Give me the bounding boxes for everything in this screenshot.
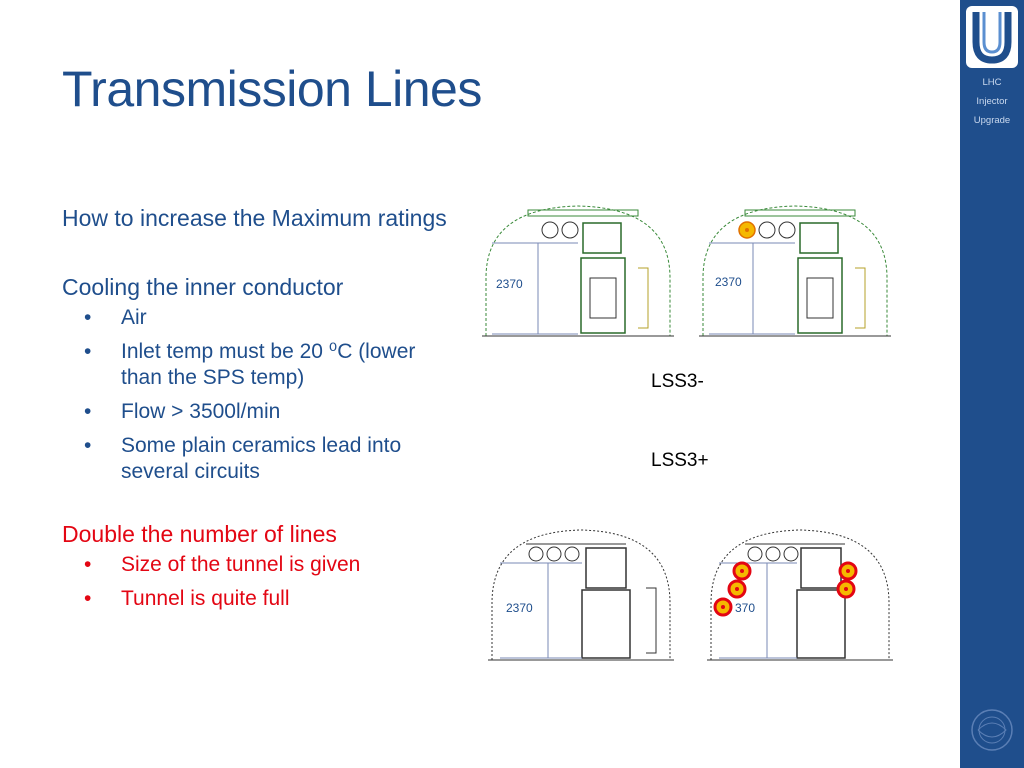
section-double-lines: Double the number of lines Size of the t… [62, 521, 462, 612]
slide-title: Transmission Lines [62, 61, 482, 117]
bullet-item: Tunnel is quite full [62, 586, 462, 612]
tunnel-cross-section-top-right: 2370 [699, 205, 891, 337]
tunnel-cross-section-bottom-right: 370 [707, 529, 893, 661]
section-heading-ratings: How to increase the Maximum ratings [62, 205, 447, 231]
bullet-item: Flow > 3500l/min [62, 399, 462, 425]
section-cooling: Cooling the inner conductor Air Inlet te… [62, 274, 462, 485]
label-lss3-minus: LSS3- [651, 371, 704, 392]
bullet-list-double: Size of the tunnel is given Tunnel is qu… [62, 552, 462, 612]
bullet-item: Air [62, 305, 462, 331]
brand-label-injector: Injector [976, 96, 1008, 107]
dimension-label: 2370 [506, 601, 533, 615]
tunnel-cross-section-bottom-left: 2370 [488, 529, 674, 661]
bullet-item: Size of the tunnel is given [62, 552, 462, 578]
section-heading-double: Double the number of lines [62, 521, 337, 547]
bullet-item: Some plain ceramics lead into several ci… [62, 433, 462, 485]
dimension-label: 2370 [496, 277, 523, 291]
dimension-label: 370 [735, 601, 755, 615]
cern-seal-icon [971, 709, 1013, 751]
dimension-label: 2370 [715, 275, 742, 289]
brand-label-upgrade: Upgrade [973, 115, 1011, 126]
section-heading-cooling: Cooling the inner conductor [62, 274, 344, 300]
bullet-list-cooling: Air Inlet temp must be 20 ⁰C (lower than… [62, 305, 462, 485]
label-lss3-plus: LSS3+ [651, 450, 709, 471]
tunnel-cross-section-top-left: 2370 [482, 205, 674, 337]
bullet-item: Inlet temp must be 20 ⁰C (lower than the… [62, 339, 462, 391]
brand-label-lhc: LHC [982, 77, 1002, 88]
slide-content: How to increase the Maximum ratings Cool… [62, 205, 462, 620]
lhc-injector-upgrade-logo-icon [966, 6, 1018, 68]
brand-sidebar: LHC Injector Upgrade [960, 0, 1024, 768]
